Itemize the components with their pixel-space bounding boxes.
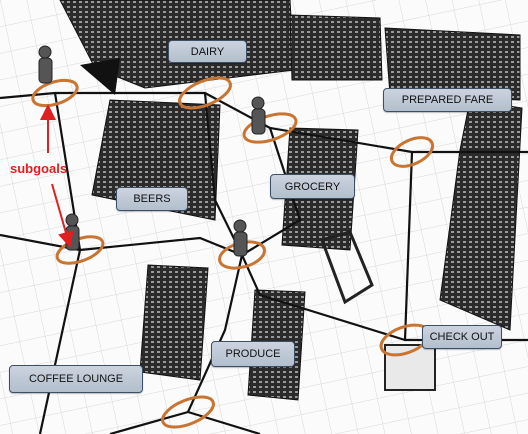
label-dairy: DAIRY [168,40,247,63]
shopper-figure [39,46,52,83]
shopper-figure [66,214,79,250]
label-check-out: CHECK OUT [422,325,502,349]
label-prepared-fare: PREPARED FARE [383,88,512,112]
shopper-figure [234,220,247,256]
subgoals-annotation: subgoals [10,161,67,176]
label-beers: BEERS [116,187,188,211]
label-coffee-lounge: COFFEE LOUNGE [9,365,143,393]
shopper-figure [252,97,265,134]
label-produce: PRODUCE [211,341,295,367]
shelf-coffee [140,265,208,380]
label-grocery: GROCERY [270,174,355,199]
shelf-dairy-end [290,15,382,80]
